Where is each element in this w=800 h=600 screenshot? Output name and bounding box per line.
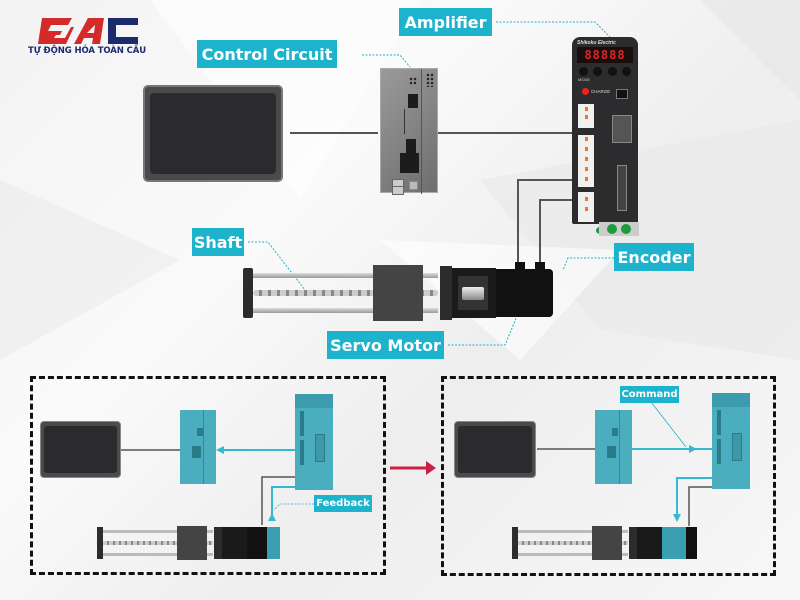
mode-label: MODE — [578, 77, 590, 82]
leader-encoder — [562, 257, 614, 271]
command-hmi-panel — [454, 421, 536, 478]
feedback-amplifier — [295, 394, 333, 490]
command-shaft-assembly — [512, 526, 697, 560]
shaft-carriage — [373, 265, 423, 321]
feedback-panel — [30, 376, 386, 575]
hmi-panel — [143, 85, 283, 182]
transition-arrow-head — [426, 461, 436, 475]
set-button[interactable] — [622, 67, 632, 76]
feedback-hmi-panel — [40, 421, 121, 478]
gac-logo-mark — [38, 18, 138, 44]
charge-led-icon — [582, 88, 589, 95]
cn3-connector — [616, 89, 628, 99]
shaft-rail-bottom — [253, 308, 438, 313]
wire-amp-encoder-1 — [517, 179, 572, 265]
command-arrow-head — [689, 445, 697, 453]
label-feedback: Feedback — [314, 495, 372, 512]
feedback-control-circuit — [180, 410, 216, 484]
shaft-screw — [253, 290, 438, 296]
amplifier-leds — [599, 222, 639, 236]
command-panel — [441, 376, 776, 576]
leader-servo-motor — [448, 315, 518, 346]
charge-label: CHARGE — [591, 89, 611, 94]
feedback-arrow-head — [216, 446, 224, 454]
feedback-shaft-assembly — [97, 526, 280, 560]
encoder-connector-2 — [535, 262, 545, 269]
command-signal-line — [676, 477, 712, 518]
encoder-connector-1 — [515, 262, 525, 269]
command-control-circuit — [595, 410, 632, 484]
wire-amp-encoder-2 — [539, 199, 572, 265]
shaft-end-left — [243, 268, 253, 318]
feedback-signal-line — [271, 486, 297, 520]
label-encoder: Encoder — [614, 243, 694, 271]
amplifier-display: 88888 — [577, 47, 633, 63]
label-shaft: Shaft — [192, 228, 244, 256]
mode-button[interactable] — [578, 67, 588, 76]
shaft-rail-top — [253, 273, 438, 278]
linear-shaft-assembly — [243, 262, 553, 321]
amplifier-brand: Shikoku Electric — [577, 40, 616, 46]
label-amplifier: Amplifier — [399, 8, 492, 36]
label-control-circuit: Control Circuit — [197, 40, 337, 68]
control-circuit-device — [380, 68, 438, 195]
command-motor-highlight — [662, 527, 686, 559]
command-amplifier — [712, 393, 750, 489]
motor-coupler-housing — [452, 268, 496, 318]
servo-motor-body — [496, 269, 553, 317]
leader-amplifier — [496, 21, 611, 38]
amplifier-device: Shikoku Electric 88888 MODE CHARGE — [572, 37, 638, 234]
brand-tagline: TỰ ĐỘNG HÓA TOÀN CẦU — [28, 46, 147, 56]
hmi-screen — [150, 93, 276, 174]
label-command: Command — [620, 386, 679, 403]
terminal-block-2 — [578, 135, 594, 187]
feedback-encoder-highlight — [267, 527, 280, 559]
motor-flange — [440, 266, 452, 320]
label-servo-motor: Servo Motor — [327, 331, 444, 359]
down-button[interactable] — [607, 67, 617, 76]
cn1-connector — [617, 165, 627, 211]
up-button[interactable] — [593, 67, 603, 76]
amplifier-buttons — [576, 67, 634, 81]
cn2-connector — [612, 115, 632, 143]
